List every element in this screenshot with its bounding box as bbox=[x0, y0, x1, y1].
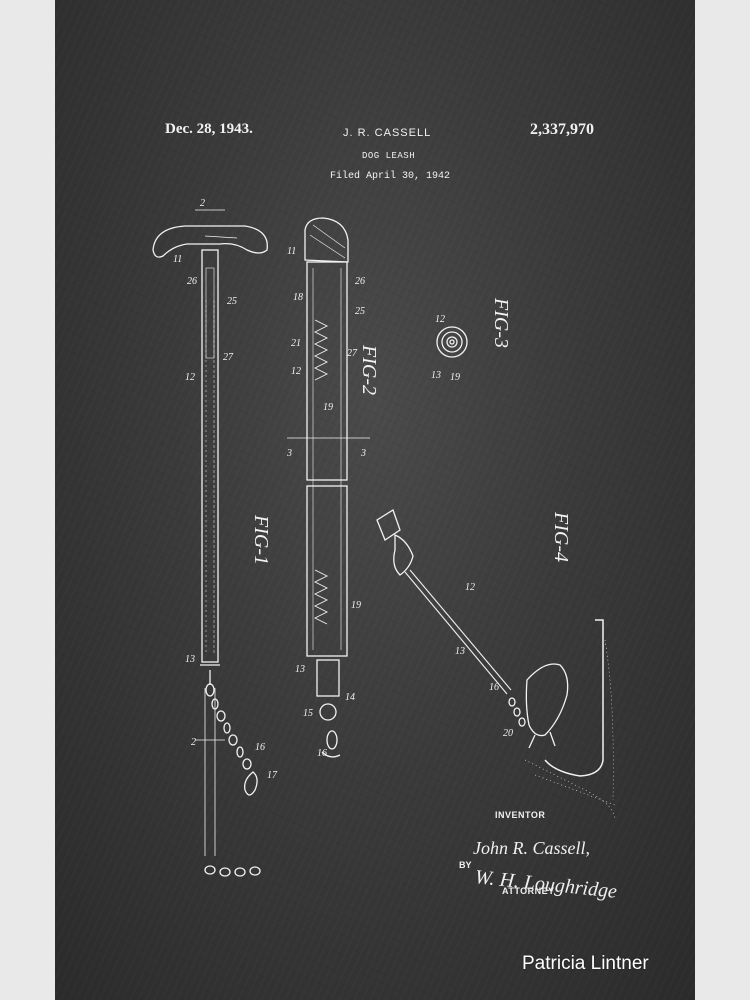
ref-number: 27 bbox=[223, 352, 234, 363]
ref-number: 12 bbox=[291, 366, 301, 377]
ref-number: 16 bbox=[317, 748, 327, 759]
ref-number: 2 bbox=[191, 737, 196, 748]
patent-date: Dec. 28, 1943. bbox=[165, 121, 253, 137]
ref-number: 12 bbox=[435, 314, 445, 325]
ref-number: 26 bbox=[187, 276, 197, 287]
ref-number: 13 bbox=[295, 664, 305, 675]
patent-drawing: FIG-1 FIG-2 FIG-3 FIG-4 2 11 26 25 27 12… bbox=[152, 198, 616, 877]
ref-number: 16 bbox=[255, 742, 265, 753]
ref-number: 20 bbox=[503, 728, 513, 739]
by-label: BY bbox=[459, 860, 472, 870]
fig2-section-drawing bbox=[287, 217, 370, 758]
ref-number: 25 bbox=[355, 306, 365, 317]
inventor-name: J. R. CASSELL bbox=[343, 127, 432, 139]
fig1-leash-drawing bbox=[152, 209, 268, 877]
patent-poster: Dec. 28, 1943. J. R. CASSELL 2,337,970 D… bbox=[55, 0, 695, 1000]
ref-number: 21 bbox=[291, 338, 301, 349]
patent-subject: DOG LEASH bbox=[362, 151, 416, 161]
ref-number: 2 bbox=[200, 198, 205, 209]
ref-number: 25 bbox=[227, 296, 237, 307]
fig4-usage-drawing bbox=[376, 509, 616, 821]
ref-number: 14 bbox=[345, 692, 355, 703]
inventor-signature: John R. Cassell, bbox=[473, 838, 590, 858]
ref-number: 3 bbox=[286, 448, 292, 459]
ref-number: 13 bbox=[455, 646, 465, 657]
fig1-label: FIG-1 bbox=[250, 514, 272, 565]
ref-number: 19 bbox=[323, 402, 333, 413]
ref-number: 12 bbox=[465, 582, 475, 593]
fig2-label: FIG-2 bbox=[358, 344, 380, 395]
inventor-label: INVENTOR bbox=[495, 810, 546, 820]
ref-number: 12 bbox=[185, 372, 195, 383]
ref-number: 11 bbox=[287, 246, 296, 257]
filed-date: Filed April 30, 1942 bbox=[330, 171, 451, 182]
ref-number: 16 bbox=[489, 682, 499, 693]
fig4-label: FIG-4 bbox=[550, 511, 572, 562]
ref-number: 18 bbox=[293, 292, 303, 303]
patent-number: 2,337,970 bbox=[530, 121, 594, 138]
ref-number: 17 bbox=[267, 770, 278, 781]
ref-number: 26 bbox=[355, 276, 365, 287]
attorney-label: ATTORNEY bbox=[502, 886, 555, 896]
ref-number: 19 bbox=[351, 600, 361, 611]
ref-number: 19 bbox=[450, 372, 460, 383]
ref-number: 27 bbox=[347, 348, 358, 359]
fig3-cross-section bbox=[436, 326, 468, 358]
ref-number: 13 bbox=[431, 370, 441, 381]
ref-number: 13 bbox=[185, 654, 195, 665]
fig3-label: FIG-3 bbox=[490, 297, 512, 348]
ref-number: 11 bbox=[173, 254, 182, 265]
artist-watermark: Patricia Lintner bbox=[522, 953, 649, 974]
ref-number: 3 bbox=[360, 448, 366, 459]
ref-number: 15 bbox=[303, 708, 313, 719]
